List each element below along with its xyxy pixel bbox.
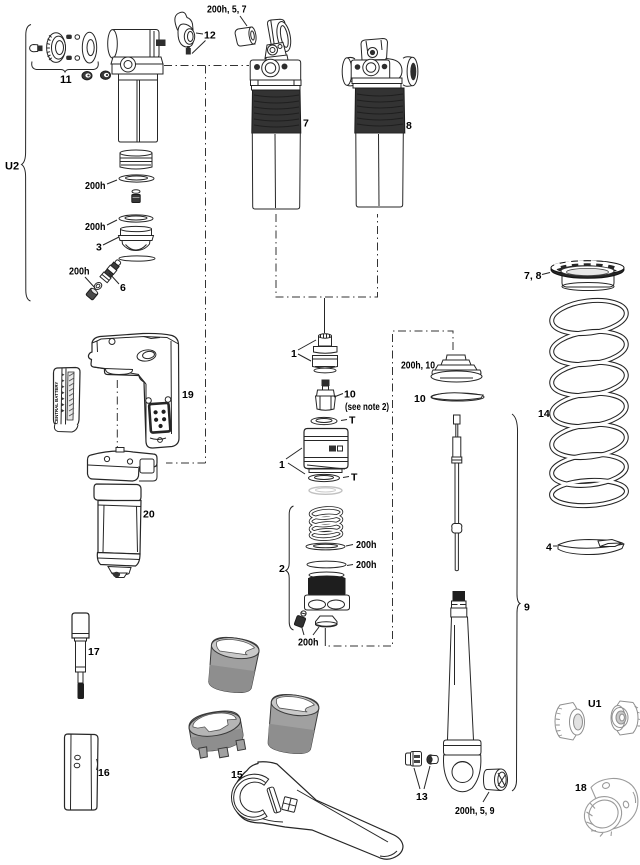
svg-text:20: 20 <box>143 509 155 521</box>
svg-text:200h: 200h <box>356 559 377 571</box>
svg-text:200h: 200h <box>69 266 90 278</box>
svg-text:10: 10 <box>414 393 426 405</box>
svg-text:200h, 5, 9: 200h, 5, 9 <box>455 805 495 817</box>
svg-text:13: 13 <box>416 791 428 803</box>
svg-text:14: 14 <box>538 408 550 420</box>
svg-text:T: T <box>351 472 358 484</box>
svg-text:U2: U2 <box>5 161 19 173</box>
svg-text:10: 10 <box>344 389 356 401</box>
svg-text:200h: 200h <box>298 637 319 649</box>
svg-text:200h, 10: 200h, 10 <box>401 360 435 372</box>
svg-text:U1: U1 <box>588 698 602 710</box>
svg-text:3: 3 <box>96 242 102 254</box>
svg-text:9: 9 <box>524 602 530 614</box>
svg-text:7: 7 <box>303 118 309 130</box>
svg-text:CENTRAL BATTERY: CENTRAL BATTERY <box>54 382 59 424</box>
svg-text:T: T <box>349 415 356 427</box>
svg-text:1: 1 <box>291 348 297 360</box>
svg-text:17: 17 <box>88 646 100 658</box>
svg-text:6: 6 <box>120 282 126 294</box>
svg-text:1: 1 <box>279 459 285 471</box>
svg-text:200h: 200h <box>85 221 106 233</box>
svg-text:200h: 200h <box>356 539 377 551</box>
svg-text:19: 19 <box>182 389 194 401</box>
svg-text:7, 8: 7, 8 <box>524 270 542 282</box>
svg-text:200h: 200h <box>85 180 106 192</box>
svg-text:18: 18 <box>575 782 587 794</box>
svg-text:200h, 5, 7: 200h, 5, 7 <box>207 4 247 16</box>
svg-text:4: 4 <box>546 542 552 554</box>
svg-text:12: 12 <box>204 30 216 42</box>
svg-text:15: 15 <box>231 769 243 781</box>
svg-text:16: 16 <box>98 767 110 779</box>
svg-text:2: 2 <box>279 563 285 575</box>
svg-text:11: 11 <box>60 74 72 86</box>
svg-text:(see note 2): (see note 2) <box>345 401 389 413</box>
svg-text:8: 8 <box>406 120 412 132</box>
